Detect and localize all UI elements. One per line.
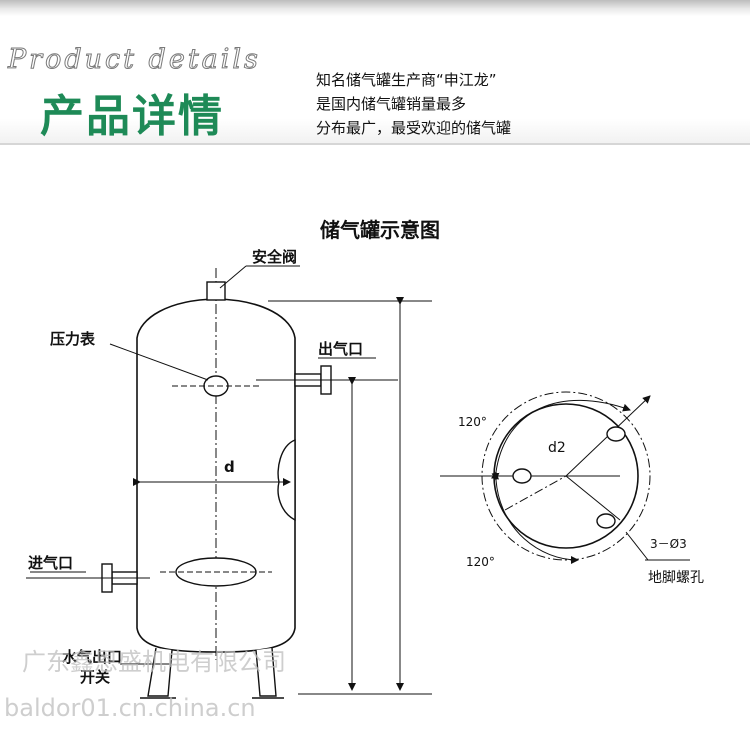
top-gradient-bar [0, 0, 750, 16]
anchor-hole-icon [606, 426, 626, 442]
holes-spec-label: 3－Ø3 [650, 537, 687, 551]
air-outlet-label: 出气口 [318, 340, 363, 358]
description-line: 分布最广，最受欢迎的储气罐 [316, 119, 512, 137]
description-line: 知名储气罐生产商“申江龙” [316, 71, 497, 89]
anchor-hole-icon [596, 513, 616, 529]
air-inlet-label: 进气口 [28, 554, 73, 572]
pressure-gauge-leader [109, 343, 209, 381]
product-description: 知名储气罐生产商“申江龙” 是国内储气罐销量最多 分布最广，最受欢迎的储气罐 [316, 68, 616, 140]
diameter-label: d [224, 458, 235, 476]
angle-bottom-label: 120° [466, 555, 495, 569]
watermark-company: 广东鑫恩盛机电有限公司 [22, 648, 286, 676]
anchor-holes-label: 地脚螺孔 [648, 570, 704, 586]
watermark-site: baldor01.cn.china.cn [4, 694, 256, 722]
drain-switch-label: 水气出口 [62, 648, 122, 666]
product-details-title: 产品详情 [40, 91, 224, 142]
safety-valve-label: 安全阀 [252, 248, 297, 266]
tank-legs [140, 647, 284, 699]
header-band [0, 16, 750, 144]
base-diameter-label: d2 [548, 440, 566, 456]
anchor-hole-icon [512, 468, 532, 484]
safety-valve-icon [206, 281, 226, 301]
header-separator [0, 143, 750, 145]
drain-switch-label-line2: 开关 [80, 668, 110, 686]
product-details-script-title: Product details [8, 44, 261, 76]
description-line: 是国内储气罐销量最多 [316, 95, 467, 113]
angle-top-label: 120° [458, 415, 487, 429]
pressure-gauge-icon [203, 375, 229, 397]
pressure-gauge-label: 压力表 [50, 330, 96, 348]
diagram-title: 储气罐示意图 [320, 218, 440, 242]
safety-valve-leader [219, 265, 247, 289]
